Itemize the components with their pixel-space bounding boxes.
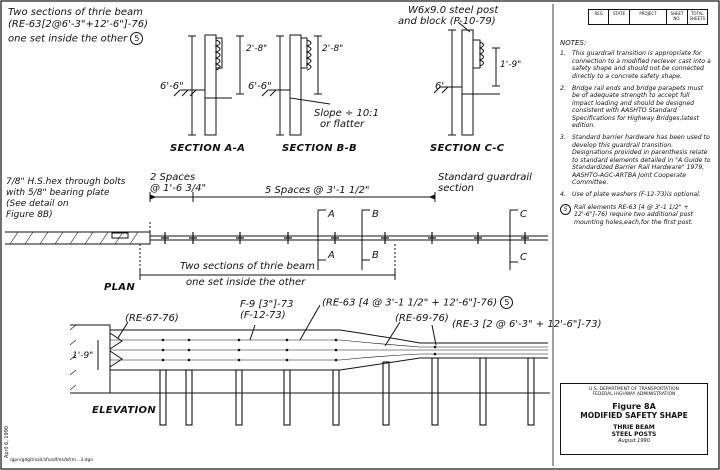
section-aa-drawing xyxy=(173,34,244,136)
plan-spaces5: 5 Spaces @ 3'-1 1/2" xyxy=(265,185,370,196)
cc-callout-2: and block (P-10-79) xyxy=(398,16,496,27)
elev-re63: (RE-63 [4 @ 3'-1 1/2" + 12'-6"]-76) 5 xyxy=(322,296,514,309)
note-item: 2.Bridge rail ends and bridge parapets m… xyxy=(560,85,704,130)
sheet-header-box: REG STATE PROJECT SHEET NO. TOTAL SHEETS xyxy=(588,9,708,25)
note-5-circle-elev: 5 xyxy=(500,296,514,309)
header-reg: REG xyxy=(589,10,610,24)
plan-spaces2-1: 2 Spaces xyxy=(150,172,196,183)
plan-spaces2-2: @ 1'-6 3/4" xyxy=(150,183,207,194)
elevation-drawing xyxy=(69,304,550,426)
section-cc-title: SECTION C-C xyxy=(430,143,505,154)
tb-agency-1: U.S. DEPARTMENT OF TRANSPORTATION xyxy=(589,387,679,392)
bb-dim-upper: 2'-8" xyxy=(322,44,344,54)
plan-std-2: section xyxy=(438,183,475,194)
bb-slope-1: Slope ÷ 10:1 xyxy=(314,108,379,119)
title-block: U.S. DEPARTMENT OF TRANSPORTATION FEDERA… xyxy=(560,383,708,455)
bb-dim-total: 6'-6" xyxy=(248,81,272,92)
elev-f9-2: (F-12-73) xyxy=(240,310,286,321)
notes-panel: NOTES: 1.This guardrail transition is ap… xyxy=(560,39,712,231)
cc-dim-upper: 1'-9" xyxy=(500,60,522,70)
section-aa-title: SECTION A-A xyxy=(170,143,246,154)
elev-re67: (RE-67-76) xyxy=(125,313,179,324)
plan-label: PLAN xyxy=(104,282,136,293)
tb-posts: STEEL POSTS xyxy=(611,431,657,438)
plan-cut-a-bottom: A xyxy=(328,250,335,261)
header-project: PROJECT xyxy=(630,10,668,24)
plan-bolts-2: with 5/8" bearing plate xyxy=(6,188,110,198)
plan-bolts-4: Figure 8B) xyxy=(6,210,53,220)
aa-callout-1: Two sections of thrie beam xyxy=(8,7,143,18)
header-sheet: SHEET NO. xyxy=(667,10,688,24)
elevation-label: ELEVATION xyxy=(92,405,156,416)
section-bb-drawing xyxy=(261,34,331,136)
aa-callout-3: one set inside the other 5 xyxy=(8,32,144,45)
note-item: 1.This guardrail transition is appropria… xyxy=(560,50,711,80)
plan-bolts-1: 7/8" H.S.hex through bolts xyxy=(6,177,126,187)
plan-cut-b-bottom: B xyxy=(372,250,379,261)
tb-date: August 1990 xyxy=(618,438,650,444)
plan-std-1: Standard guardrail xyxy=(438,172,532,183)
elev-re69: (RE-69-76) xyxy=(395,313,449,324)
plan-two-2: one set inside the other xyxy=(186,277,306,288)
plan-cut-c-bottom: C xyxy=(520,252,527,263)
elev-dim: 1'-9" xyxy=(72,351,94,361)
aa-dim-total: 6'-6" xyxy=(160,81,184,92)
note-5-circle: 5 xyxy=(130,32,144,45)
plan-bolts-3: (See detail on xyxy=(6,199,69,209)
plan-cut-a-top: A xyxy=(328,209,335,220)
cc-dim-total: 6' xyxy=(435,81,445,92)
tb-agency-2: FEDERAL HIGHWAY ADMINISTRATION xyxy=(592,392,676,397)
aa-callout-2: (RE-63[2@6'-3"+12'-6"]-76) xyxy=(8,19,149,30)
plan-cut-b-top: B xyxy=(372,209,379,220)
note-item: 3.Standard barrier hardware has been use… xyxy=(560,134,711,186)
plan-cut-c-top: C xyxy=(520,209,527,220)
cc-callout-1: W6x9.0 steel post xyxy=(408,5,499,16)
tb-beam: THRIE BEAM xyxy=(613,424,655,431)
aa-dim-upper: 2'-8" xyxy=(246,44,268,54)
note-item: 4.Use of plate washers (F-12-73)is optio… xyxy=(560,191,701,199)
bb-slope-2: or flatter xyxy=(320,119,365,130)
plan-drawing xyxy=(5,192,548,280)
tb-figure: Figure 8A xyxy=(612,402,656,411)
elev-re3: (RE-3 [2 @ 6'-3" + 12'-6"]-73) xyxy=(452,319,602,330)
plan-two-1: Two sections of thrie beam xyxy=(180,261,315,272)
header-state: STATE xyxy=(609,10,630,24)
margin-date: April 6, 1990 xyxy=(4,425,10,458)
margin-path: /gpn/gdgit/sail/sfsadf/es/bfrm...3.dgn xyxy=(10,458,94,463)
notes-heading: NOTES: xyxy=(560,39,587,47)
tb-shape: MODIFIED SAFETY SHAPE xyxy=(580,411,688,420)
section-bb-title: SECTION B-B xyxy=(282,143,357,154)
elev-f9-1: F-9 [3"]-73 xyxy=(240,299,294,310)
header-total: TOTAL SHEETS xyxy=(689,11,706,21)
section-cc-drawing xyxy=(433,21,500,136)
